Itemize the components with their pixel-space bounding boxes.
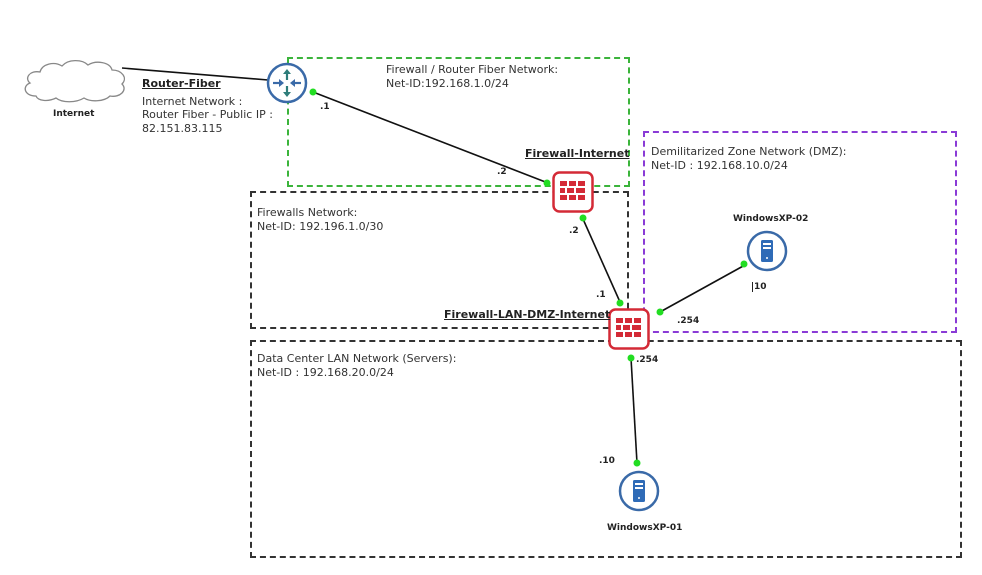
port-dot-fw1-fw[interactable] <box>579 214 587 222</box>
router-info-line-1: Internet Network : <box>142 95 243 108</box>
cloud-icon <box>24 59 126 103</box>
zone-lan-title: Data Center LAN Network (Servers): <box>257 352 457 365</box>
server-windowsxp-01[interactable] <box>618 470 660 512</box>
port-dot-fw2-lan[interactable] <box>627 354 635 362</box>
router-icon <box>266 62 308 104</box>
zone-firewalls-title: Firewalls Network: <box>257 206 358 219</box>
zone-dmz-title: Demilitarized Zone Network (DMZ): <box>651 145 847 158</box>
link-router-fw1[interactable] <box>312 91 549 184</box>
server-windowsxp-02[interactable] <box>746 230 788 272</box>
zone-dmz[interactable] <box>643 131 957 333</box>
port-label-xp02: 10 <box>752 282 767 292</box>
zone-wan[interactable] <box>287 57 630 187</box>
internet-cloud[interactable] <box>18 56 130 104</box>
port-dot-fw2-fw[interactable] <box>616 299 624 307</box>
windowsxp-01-name: WindowsXP-01 <box>607 523 683 533</box>
server-icon <box>746 230 788 272</box>
firewall-lan-dmz-internet-name: Firewall-LAN-DMZ-Internet <box>444 308 611 321</box>
zone-firewalls[interactable] <box>250 191 629 329</box>
windowsxp-02-name: WindowsXP-02 <box>733 214 809 224</box>
zone-dmz-netid: Net-ID : 192.168.10.0/24 <box>651 159 788 172</box>
port-label-fw2-dmz: .254 <box>677 316 700 326</box>
port-dot-router-wan[interactable] <box>309 88 317 96</box>
port-dot-xp01[interactable] <box>633 459 641 467</box>
port-dot-fw1-wan[interactable] <box>543 179 551 187</box>
port-label-router-wan: .1 <box>320 102 330 112</box>
router-info-line-3: 82.151.83.115 <box>142 122 223 135</box>
link-fw2-xp01[interactable] <box>630 357 638 464</box>
zone-firewalls-netid: Net-ID: 192.196.1.0/30 <box>257 220 384 233</box>
port-label-xp01: .10 <box>599 456 615 466</box>
router-fiber-name: Router-Fiber <box>142 77 221 90</box>
internet-label: Internet <box>53 109 95 119</box>
firewall-icon <box>608 308 650 350</box>
port-dot-fw2-dmz[interactable] <box>656 308 664 316</box>
router-info-line-2: Router Fiber - Public IP : <box>142 108 273 121</box>
server-icon <box>618 470 660 512</box>
link-internet-router[interactable] <box>121 67 269 81</box>
firewall-lan-dmz-internet[interactable] <box>608 308 650 350</box>
zone-wan-netid: Net-ID:192.168.1.0/24 <box>386 77 509 90</box>
zone-lan-netid: Net-ID : 192.168.20.0/24 <box>257 366 394 379</box>
zone-lan[interactable] <box>250 340 962 558</box>
zone-wan-title: Firewall / Router Fiber Network: <box>386 63 559 76</box>
router-fiber[interactable] <box>266 62 308 104</box>
link-fw2-xp02[interactable] <box>659 264 746 313</box>
firewall-icon <box>552 171 594 213</box>
port-label-fw2-lan: .254 <box>636 355 659 365</box>
firewall-internet-name: Firewall-Internet <box>525 147 630 160</box>
port-dot-xp02[interactable] <box>740 260 748 268</box>
link-fw1-fw2[interactable] <box>582 218 621 303</box>
firewall-internet[interactable] <box>552 171 594 213</box>
port-label-fw1-wan: .2 <box>497 167 507 177</box>
port-label-fw1-fw: .2 <box>569 226 579 236</box>
port-label-fw2-fw: .1 <box>596 290 606 300</box>
